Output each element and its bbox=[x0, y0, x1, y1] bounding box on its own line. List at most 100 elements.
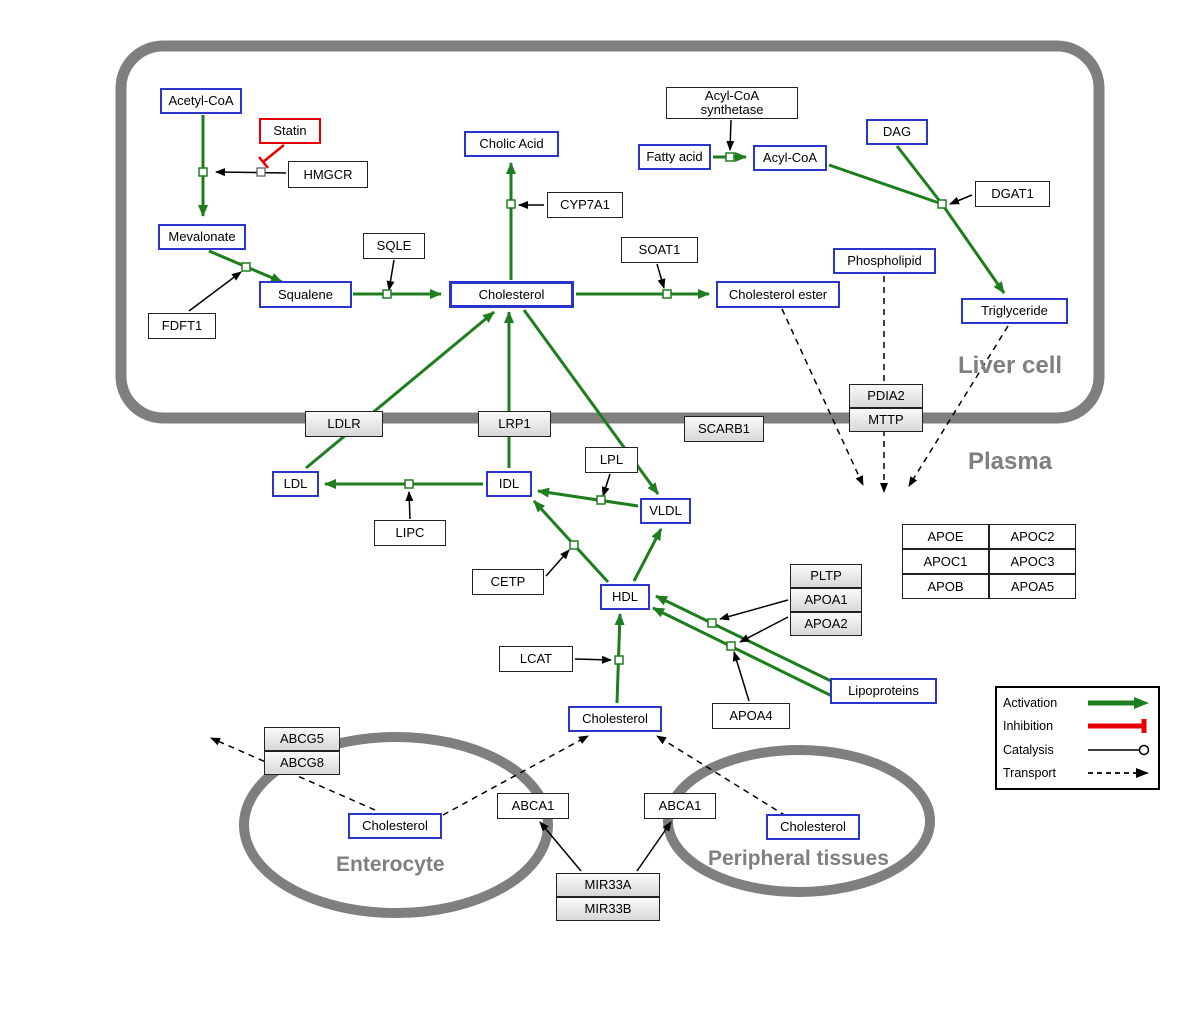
node-apoc2[interactable]: APOC2 bbox=[989, 524, 1076, 549]
node-cholesterol-ester[interactable]: Cholesterol ester bbox=[716, 281, 840, 308]
transport-dashed-arrow-icon bbox=[1088, 768, 1149, 779]
node-lipc[interactable]: LIPC bbox=[374, 520, 446, 546]
edge-dag-junction bbox=[895, 145, 944, 205]
legend-catalysis-label: Catalysis bbox=[1003, 742, 1054, 757]
node-dgat1[interactable]: DGAT1 bbox=[975, 181, 1050, 207]
edge-ldl-cholesterol-via-ldlr bbox=[305, 310, 495, 470]
statin-binding-anchor bbox=[256, 167, 266, 177]
peripheral-tissues-membrane bbox=[663, 745, 935, 897]
node-scarb1[interactable]: SCARB1 bbox=[684, 416, 764, 442]
edge-enterocyte-cholesterol-to-plasma bbox=[442, 735, 589, 816]
node-cyp7a1[interactable]: CYP7A1 bbox=[547, 192, 623, 218]
node-pdia2[interactable]: PDIA2 bbox=[849, 384, 923, 408]
liver-cell-label: Liver cell bbox=[958, 352, 1063, 379]
node-abcg8[interactable]: ABCG8 bbox=[264, 751, 340, 775]
edge-hdl-vldl bbox=[632, 528, 663, 582]
node-ldlr[interactable]: LDLR bbox=[305, 411, 383, 437]
edge-hmgcr-catalysis bbox=[215, 168, 287, 177]
node-apoa4[interactable]: APOA4 bbox=[712, 703, 790, 729]
node-apoa5[interactable]: APOA5 bbox=[989, 574, 1076, 599]
node-abcg5[interactable]: ABCG5 bbox=[264, 727, 340, 751]
node-abca1-peripheral[interactable]: ABCA1 bbox=[644, 793, 716, 819]
legend-activation-row: Activation bbox=[1003, 692, 1152, 714]
node-apob[interactable]: APOB bbox=[902, 574, 989, 599]
legend: Activation Inhibition Catalysis Transpor… bbox=[995, 686, 1160, 790]
node-cholic-acid[interactable]: Cholic Acid bbox=[464, 131, 559, 157]
catalysis-edges bbox=[188, 119, 973, 872]
node-phospholipid[interactable]: Phospholipid bbox=[833, 248, 936, 274]
catalysis-circle-icon bbox=[1088, 744, 1150, 755]
edge-junction-triglyceride bbox=[940, 203, 1006, 294]
legend-inhibition-label: Inhibition bbox=[1003, 719, 1054, 734]
liver-cell-membrane bbox=[115, 40, 1105, 424]
node-lrp1[interactable]: LRP1 bbox=[478, 411, 551, 437]
edge-apoa-group-catalysis bbox=[739, 616, 789, 643]
node-cholesterol-plasma[interactable]: Cholesterol bbox=[568, 706, 662, 732]
edge-dgat1-catalysis bbox=[949, 194, 973, 205]
node-lipoproteins[interactable]: Lipoproteins bbox=[830, 678, 937, 704]
node-apoe[interactable]: APOE bbox=[902, 524, 989, 549]
node-fdft1[interactable]: FDFT1 bbox=[148, 313, 216, 339]
edge-mir33-abca1-enterocyte bbox=[539, 821, 582, 872]
edge-acylcoa-junction bbox=[828, 163, 943, 206]
edge-lcat-catalysis bbox=[574, 655, 612, 664]
node-fatty-acid[interactable]: Fatty acid bbox=[638, 144, 711, 170]
node-lpl[interactable]: LPL bbox=[585, 447, 638, 473]
edge-peripheral-cholesterol-to-plasma bbox=[656, 735, 787, 817]
edge-lipoproteins-hdl-lower bbox=[652, 606, 837, 700]
node-acyl-coa-synthetase[interactable]: Acyl-CoA synthetase bbox=[666, 87, 798, 119]
node-mttp[interactable]: MTTP bbox=[849, 408, 923, 432]
node-apoc1[interactable]: APOC1 bbox=[902, 549, 989, 574]
activation-arrow-icon bbox=[1088, 696, 1149, 709]
node-statin[interactable]: Statin bbox=[259, 118, 321, 144]
node-cholesterol-liver[interactable]: Cholesterol bbox=[449, 281, 574, 308]
node-acyl-coa[interactable]: Acyl-CoA bbox=[753, 145, 827, 171]
conversion-anchors bbox=[198, 152, 947, 665]
plasma-label: Plasma bbox=[968, 448, 1053, 475]
edge-pltp-group-catalysis bbox=[719, 599, 789, 621]
node-mir33b[interactable]: MIR33B bbox=[556, 897, 660, 921]
node-triglyceride[interactable]: Triglyceride bbox=[961, 298, 1068, 324]
node-soat1[interactable]: SOAT1 bbox=[621, 237, 698, 263]
acyl-coa-synthetase-label: Acyl-CoA synthetase bbox=[700, 88, 764, 117]
node-ldl[interactable]: LDL bbox=[272, 471, 319, 497]
statin-inhibition-line bbox=[262, 144, 285, 163]
node-abca1-enterocyte[interactable]: ABCA1 bbox=[497, 793, 569, 819]
node-dag[interactable]: DAG bbox=[866, 119, 928, 145]
node-vldl[interactable]: VLDL bbox=[640, 498, 691, 524]
node-hdl[interactable]: HDL bbox=[600, 584, 650, 610]
legend-activation-label: Activation bbox=[1003, 695, 1058, 710]
node-cholesterol-peripheral[interactable]: Cholesterol bbox=[766, 814, 860, 840]
node-apoa2[interactable]: APOA2 bbox=[790, 612, 862, 636]
node-hmgcr[interactable]: HMGCR bbox=[288, 161, 368, 188]
edge-triglyceride-plasma bbox=[908, 325, 1009, 487]
edge-apoa4-catalysis bbox=[732, 651, 750, 702]
node-cetp[interactable]: CETP bbox=[472, 569, 544, 595]
edge-sqle-catalysis bbox=[386, 259, 395, 291]
node-sqle[interactable]: SQLE bbox=[363, 233, 425, 259]
edge-vldl-idl bbox=[537, 487, 639, 508]
inhibition-edge-statin-hmgcr bbox=[258, 144, 285, 169]
node-mir33a[interactable]: MIR33A bbox=[556, 873, 660, 897]
legend-transport-row: Transport bbox=[1003, 762, 1152, 784]
edge-mir33-abca1-peripheral bbox=[636, 821, 672, 872]
node-cholesterol-enterocyte[interactable]: Cholesterol bbox=[348, 813, 442, 839]
edge-soat1-catalysis bbox=[656, 263, 666, 289]
peripheral-tissues-label: Peripheral tissues bbox=[708, 847, 889, 870]
node-apoa1[interactable]: APOA1 bbox=[790, 588, 862, 612]
node-lcat[interactable]: LCAT bbox=[499, 646, 573, 672]
node-pltp[interactable]: PLTP bbox=[790, 564, 862, 588]
statin-inhibition-tbar bbox=[258, 156, 269, 169]
legend-catalysis-row: Catalysis bbox=[1003, 739, 1152, 761]
node-squalene[interactable]: Squalene bbox=[259, 281, 352, 308]
edge-lpl-catalysis bbox=[601, 473, 611, 497]
node-acetyl-coa[interactable]: Acetyl-CoA bbox=[160, 88, 242, 114]
node-apoc3[interactable]: APOC3 bbox=[989, 549, 1076, 574]
node-mevalonate[interactable]: Mevalonate bbox=[158, 224, 246, 250]
inhibition-tbar-icon bbox=[1088, 719, 1147, 734]
node-idl[interactable]: IDL bbox=[486, 471, 532, 497]
edge-fdft1-catalysis bbox=[188, 271, 242, 312]
edge-acylcoasynthetase-catalysis bbox=[726, 119, 735, 151]
